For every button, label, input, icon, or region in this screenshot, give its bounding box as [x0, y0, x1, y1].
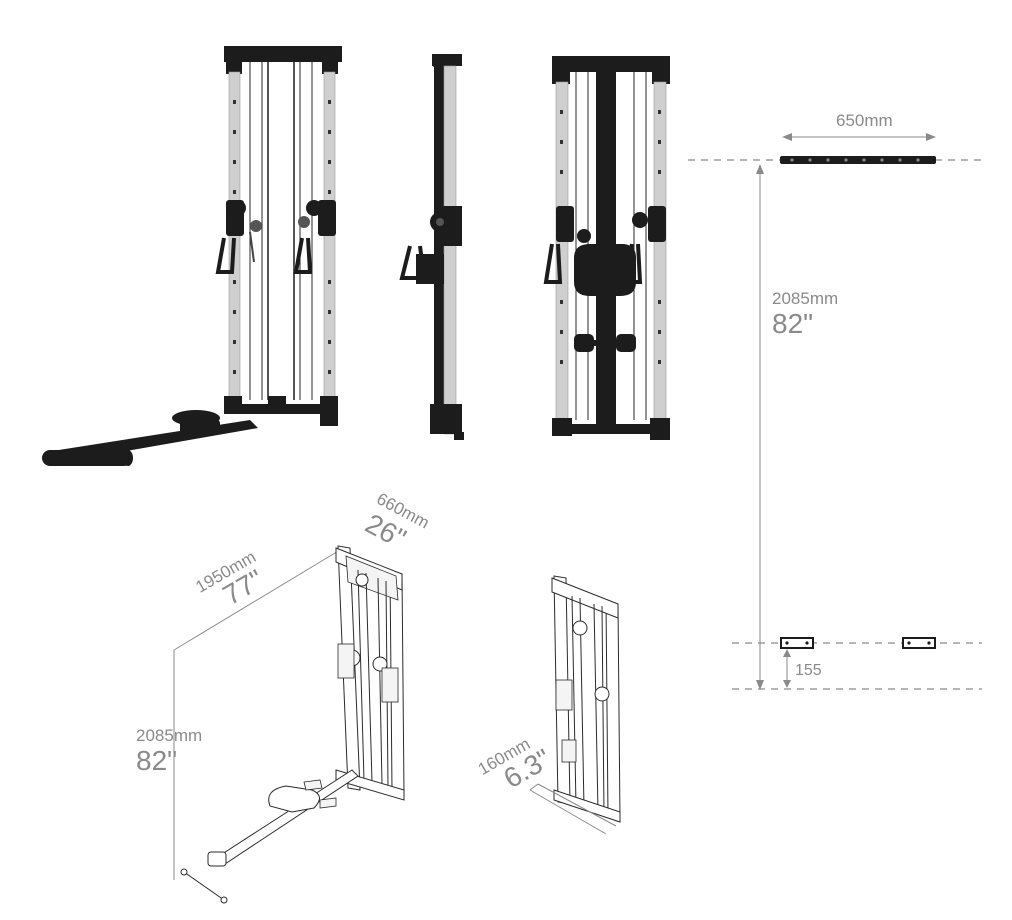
iso-height-imperial-label: 82": [136, 745, 177, 776]
iso-height-metric-label: 2085mm: [136, 726, 202, 745]
back-view-machine: [543, 56, 670, 440]
wall-mount-diagram: [688, 133, 982, 690]
wall-depth-drawing: [529, 575, 621, 835]
top-width-metric-label: 650mm: [836, 111, 893, 130]
front-view-machine: [42, 46, 342, 466]
side-view-machine: [399, 54, 464, 440]
height-imperial-label: 82": [772, 308, 813, 339]
height-metric-label: 2085mm: [772, 289, 838, 308]
bracket-offset-label: 155: [795, 662, 822, 679]
isometric-machine-drawing: [173, 545, 405, 904]
